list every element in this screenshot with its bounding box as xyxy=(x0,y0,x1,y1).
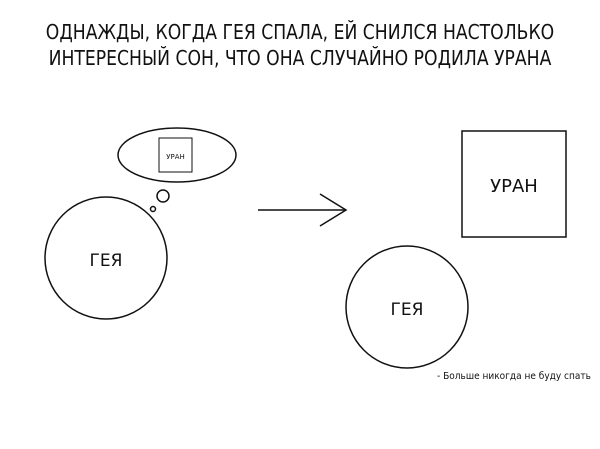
arrow-icon xyxy=(258,193,348,227)
title-line-2: ИНТЕРЕСНЫЙ СОН, ЧТО ОНА СЛУЧАЙНО РОДИЛА … xyxy=(48,46,552,70)
gaia-label-left: ГЕЯ xyxy=(90,251,123,271)
thought-dot-small xyxy=(149,205,157,213)
dream-uranus-box xyxy=(158,137,193,173)
gaia-quote: - Больше никогда не буду спать xyxy=(437,371,591,382)
title-line-1: ОДНАЖДЫ, КОГДА ГЕЯ СПАЛА, ЕЙ СНИЛСЯ НАСТ… xyxy=(45,20,555,44)
dream-uranus-label: УРАН xyxy=(166,153,185,161)
gaia-circle-right xyxy=(345,245,469,369)
uranus-label: УРАН xyxy=(490,176,538,197)
gaia-circle-left xyxy=(44,196,168,320)
uranus-box xyxy=(461,130,567,238)
gaia-label-right: ГЕЯ xyxy=(391,300,424,320)
thought-dot-large xyxy=(156,189,170,203)
thought-bubble xyxy=(117,127,237,183)
